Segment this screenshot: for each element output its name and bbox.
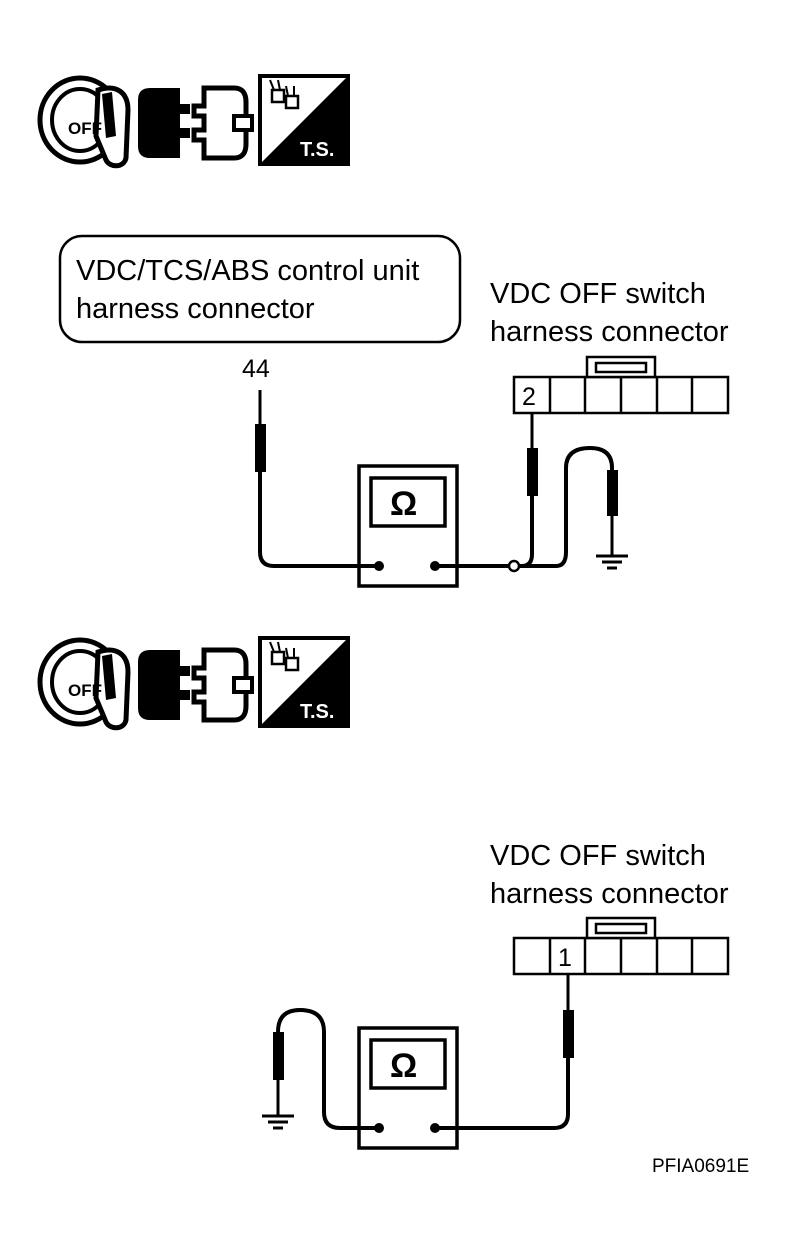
icon-row-2: OFF T.S. <box>40 636 350 728</box>
connector-disconnect-icon <box>138 650 252 720</box>
switch-label-line2: harness connector <box>490 878 729 910</box>
diagram-2: VDC OFF switch harness connector 1 Ω <box>260 840 730 1150</box>
svg-text:Ω: Ω <box>390 1047 417 1085</box>
diagram-1: VDC/TCS/ABS control unit harness connect… <box>58 234 730 588</box>
switch-label-line1: VDC OFF switch <box>490 278 706 310</box>
probe-wire-right <box>435 974 574 1130</box>
svg-text:Ω: Ω <box>390 485 417 523</box>
control-unit-terminal-number: 44 <box>242 355 270 383</box>
control-unit-label-line2: harness connector <box>76 293 315 325</box>
switch-label-line1: VDC OFF switch <box>490 840 706 872</box>
control-unit-label-box <box>58 234 462 344</box>
svg-text:OFF: OFF <box>68 681 102 700</box>
switch-terminal-number: 1 <box>558 944 572 972</box>
svg-text:T.S.: T.S. <box>300 139 334 161</box>
probe-wire-left <box>255 390 379 568</box>
ignition-off-key-icon: OFF <box>40 640 128 728</box>
svg-text:OFF: OFF <box>68 119 102 138</box>
switch-terminal-number: 2 <box>522 383 536 411</box>
vdc-off-switch-connector <box>512 916 730 976</box>
icon-row-1: OFF T.S. <box>40 74 350 166</box>
ground-symbol <box>594 544 630 570</box>
probe-wire-left <box>273 1007 379 1130</box>
ignition-off-key-icon: OFF <box>40 78 128 166</box>
switch-label-line2: harness connector <box>490 316 729 348</box>
ground-symbol <box>260 1104 296 1130</box>
harness-test-symbol-icon: T.S. <box>258 74 350 166</box>
figure-code: PFIA0691E <box>652 1156 749 1177</box>
connector-disconnect-icon <box>138 88 252 158</box>
ohmmeter: Ω <box>357 1026 459 1150</box>
vdc-off-switch-connector <box>512 355 730 415</box>
probe-wire-right <box>435 413 618 573</box>
svg-text:T.S.: T.S. <box>300 701 334 723</box>
harness-test-symbol-icon: T.S. <box>258 636 350 728</box>
control-unit-label-line1: VDC/TCS/ABS control unit <box>76 255 419 287</box>
ohmmeter: Ω <box>357 464 459 588</box>
